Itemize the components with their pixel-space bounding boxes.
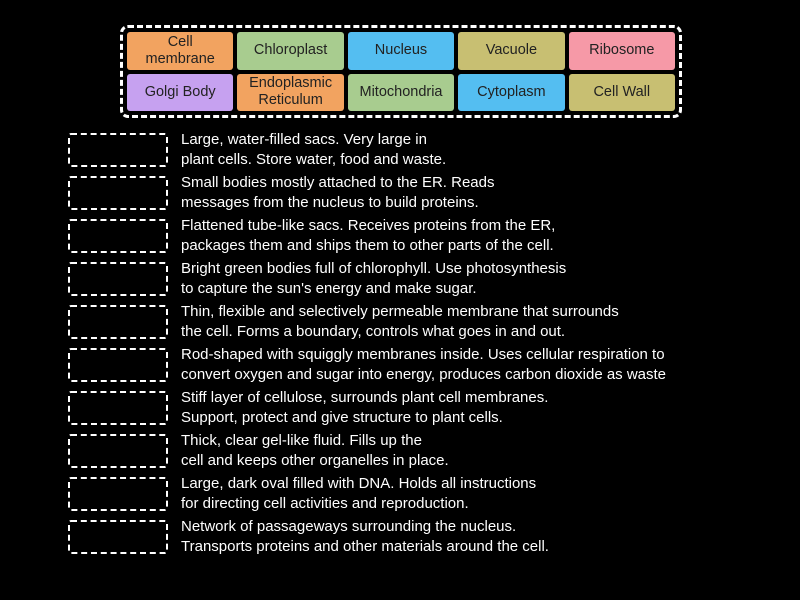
- match-row-ribosome: Small bodies mostly attached to the ER. …: [68, 173, 788, 213]
- tile-cytoplasm[interactable]: Cytoplasm: [458, 73, 565, 111]
- tile-cell-membrane[interactable]: Cell membrane: [127, 32, 234, 70]
- tile-nucleus[interactable]: Nucleus: [347, 32, 455, 70]
- definition-text-3: Flattened tube-like sacs. Receives prote…: [181, 217, 556, 254]
- answer-slot-4[interactable]: [68, 262, 168, 296]
- answer-slot-6[interactable]: [68, 348, 168, 382]
- match-row-mitochondria: Rod-shaped with squiggly membranes insid…: [68, 345, 788, 385]
- tile-chloroplast[interactable]: Chloroplast: [237, 32, 344, 70]
- answer-slot-1[interactable]: [68, 133, 168, 167]
- answer-slot-7[interactable]: [68, 391, 168, 425]
- answer-slot-8[interactable]: [68, 434, 168, 468]
- match-row-cytoplasm: Thick, clear gel-like fluid. Fills up th…: [68, 431, 788, 471]
- tile-mitochondria[interactable]: Mitochondria: [347, 73, 455, 111]
- tile-cell-wall[interactable]: Cell Wall: [568, 73, 675, 111]
- definition-match-list: Large, water-filled sacs. Very large in …: [68, 130, 788, 560]
- answer-slot-5[interactable]: [68, 305, 168, 339]
- tile-vacuole[interactable]: Vacuole: [458, 32, 565, 70]
- match-row-vacuole: Large, water-filled sacs. Very large in …: [68, 130, 788, 170]
- definition-text-8: Thick, clear gel-like fluid. Fills up th…: [181, 432, 449, 469]
- answer-slot-9[interactable]: [68, 477, 168, 511]
- match-row-chloroplast: Bright green bodies full of chlorophyll.…: [68, 259, 788, 299]
- definition-text-7: Stiff layer of cellulose, surrounds plan…: [181, 389, 549, 426]
- tile-endoplasmic-reticulum[interactable]: Endoplasmic Reticulum: [237, 73, 344, 111]
- tile-ribosome[interactable]: Ribosome: [568, 32, 675, 70]
- match-row-nucleus: Large, dark oval filled with DNA. Holds …: [68, 474, 788, 514]
- definition-text-10: Network of passageways surrounding the n…: [181, 518, 549, 555]
- tile-golgi-body[interactable]: Golgi Body: [127, 73, 234, 111]
- match-row-cell-membrane: Thin, flexible and selectively permeable…: [68, 302, 788, 342]
- definition-text-4: Bright green bodies full of chlorophyll.…: [181, 260, 567, 297]
- match-row-golgi-body: Flattened tube-like sacs. Receives prote…: [68, 216, 788, 256]
- match-row-cell-wall: Stiff layer of cellulose, surrounds plan…: [68, 388, 788, 428]
- definition-text-5: Thin, flexible and selectively permeable…: [181, 303, 619, 340]
- answer-slot-2[interactable]: [68, 176, 168, 210]
- definition-text-1: Large, water-filled sacs. Very large in …: [181, 131, 447, 168]
- match-row-endoplasmic-reticulum: Network of passageways surrounding the n…: [68, 517, 788, 557]
- definition-text-6: Rod-shaped with squiggly membranes insid…: [181, 346, 667, 383]
- definition-text-2: Small bodies mostly attached to the ER. …: [181, 174, 495, 211]
- answer-slot-3[interactable]: [68, 219, 168, 253]
- answer-slot-10[interactable]: [68, 520, 168, 554]
- definition-text-9: Large, dark oval filled with DNA. Holds …: [181, 475, 537, 512]
- keyword-tile-board: Cell membrane Chloroplast Nucleus Vacuol…: [120, 25, 682, 118]
